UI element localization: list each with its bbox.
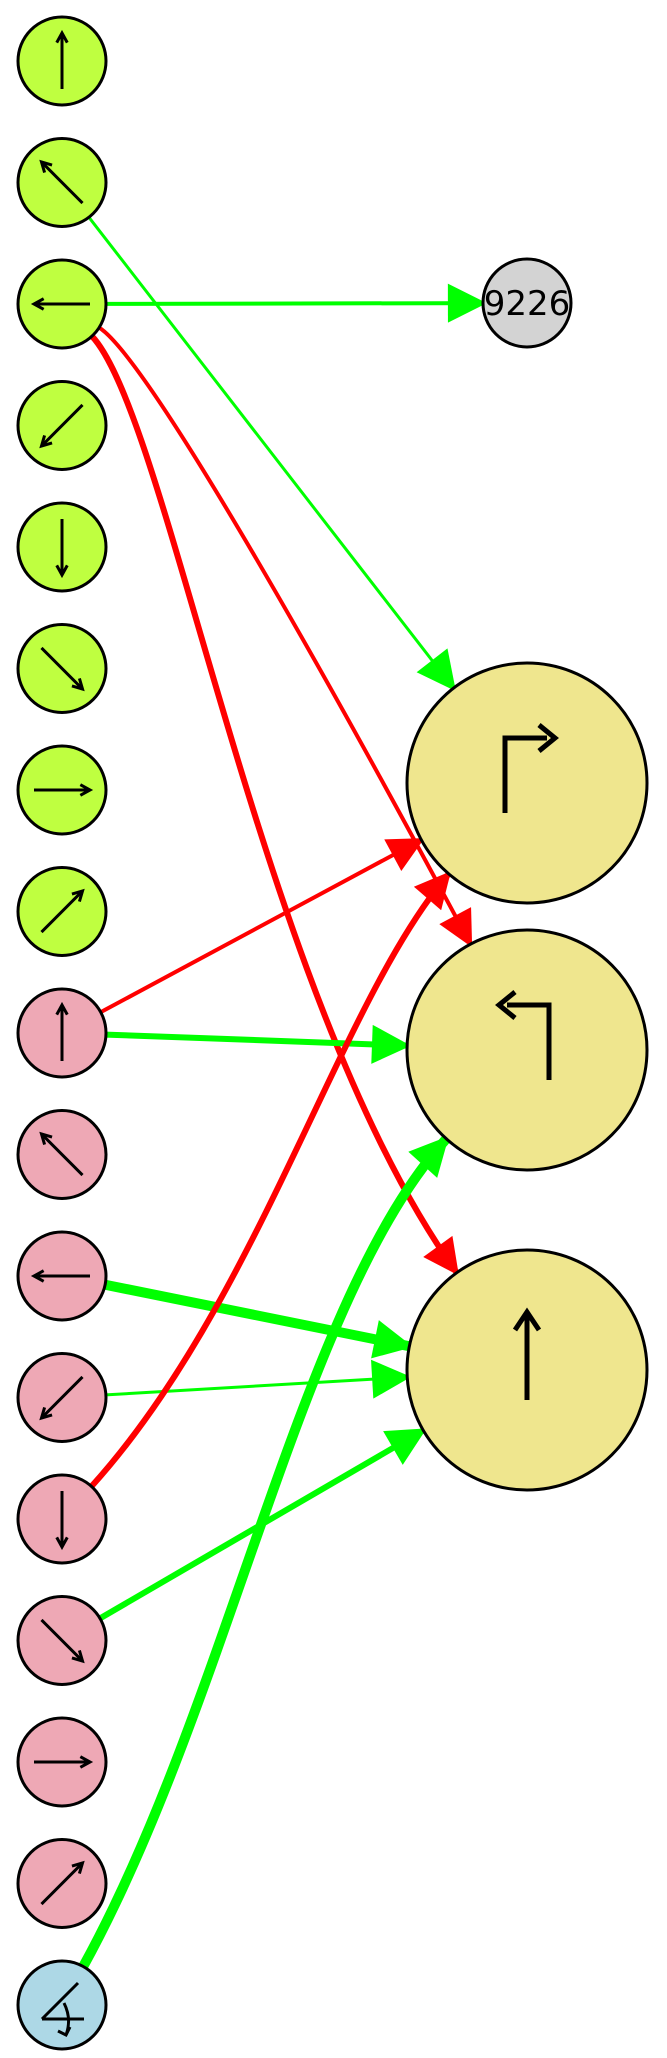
- connection-inhibitory-input-2-to-output-1: [98, 325, 473, 948]
- input-node-a-arrow-up-left: [16, 137, 108, 228]
- output-node-go-straight: [405, 1248, 649, 1492]
- input-node-a-arrow-down: [16, 501, 108, 593]
- arrow-right-icon: [34, 1755, 94, 1769]
- input-node-a-arrow-down-right: [16, 623, 108, 714]
- input-node-a-arrow-up-right: [16, 866, 108, 957]
- arrow-up-icon: [55, 1001, 69, 1061]
- connection-excitatory-input-2-to-counter: [105, 283, 487, 323]
- arrow-left-icon: [30, 1269, 90, 1283]
- arrow-down-left-icon: [39, 1375, 84, 1421]
- go-straight-icon: [512, 1307, 542, 1400]
- input-node-b-arrow-down: [16, 1473, 108, 1565]
- output-node-turn-right: [405, 661, 649, 905]
- input-node-b-arrow-right: [16, 1716, 108, 1808]
- input-node-a-arrow-up: [16, 15, 108, 107]
- connection-excitatory-input-1-to-output-0: [87, 216, 456, 692]
- arrow-down-right-icon: [40, 1618, 85, 1664]
- input-node-b-arrow-up-right: [16, 1838, 108, 1929]
- nodes-layer: [16, 15, 649, 2051]
- arrow-up-left-icon: [39, 159, 84, 205]
- connection-inhibitory-input-12-to-output-0: [89, 871, 452, 1489]
- turn-left-icon: [495, 990, 552, 1080]
- connection-excitatory-input-10-to-output-2: [104, 1279, 414, 1359]
- arrow-up-right-icon: [40, 888, 85, 934]
- arrow-down-icon: [55, 519, 69, 579]
- input-node-b-arrow-down-right: [16, 1595, 108, 1686]
- connection-excitatory-input-8-to-output-1: [105, 1024, 411, 1064]
- input-node-a-arrow-left: [16, 258, 108, 350]
- connection-inhibitory-input-8-to-output-0: [99, 838, 425, 1014]
- connection-inhibitory-input-2-to-output-2: [89, 334, 460, 1276]
- arrow-right-icon: [34, 783, 94, 797]
- input-node-a-arrow-down-left: [16, 380, 108, 471]
- counter-label: 9226: [484, 284, 571, 324]
- input-node-c-angle-sensor: [16, 1959, 108, 2051]
- input-node-a-arrow-right: [16, 744, 108, 836]
- arrow-down-right-icon: [40, 646, 85, 692]
- input-node-b-arrow-up: [16, 987, 108, 1079]
- arrow-up-right-icon: [40, 1860, 85, 1906]
- connection-excitatory-input-11-to-output-2: [105, 1359, 412, 1399]
- output-node-turn-left: [405, 928, 649, 1172]
- arrow-up-icon: [55, 29, 69, 89]
- arrow-down-icon: [55, 1491, 69, 1551]
- angle-sensor-icon: [40, 1981, 84, 2038]
- turn-right-icon: [502, 723, 559, 813]
- arrow-left-icon: [30, 297, 90, 311]
- input-node-b-arrow-down-left: [16, 1352, 108, 1443]
- input-node-b-arrow-left: [16, 1230, 108, 1322]
- input-node-b-arrow-up-left: [16, 1109, 108, 1200]
- connection-excitatory-input-16-to-output-1: [78, 1135, 451, 1969]
- arrow-down-left-icon: [39, 403, 84, 449]
- arrow-up-left-icon: [39, 1131, 84, 1177]
- connections-layer: [78, 216, 487, 1969]
- counter-node: 9226: [481, 257, 573, 349]
